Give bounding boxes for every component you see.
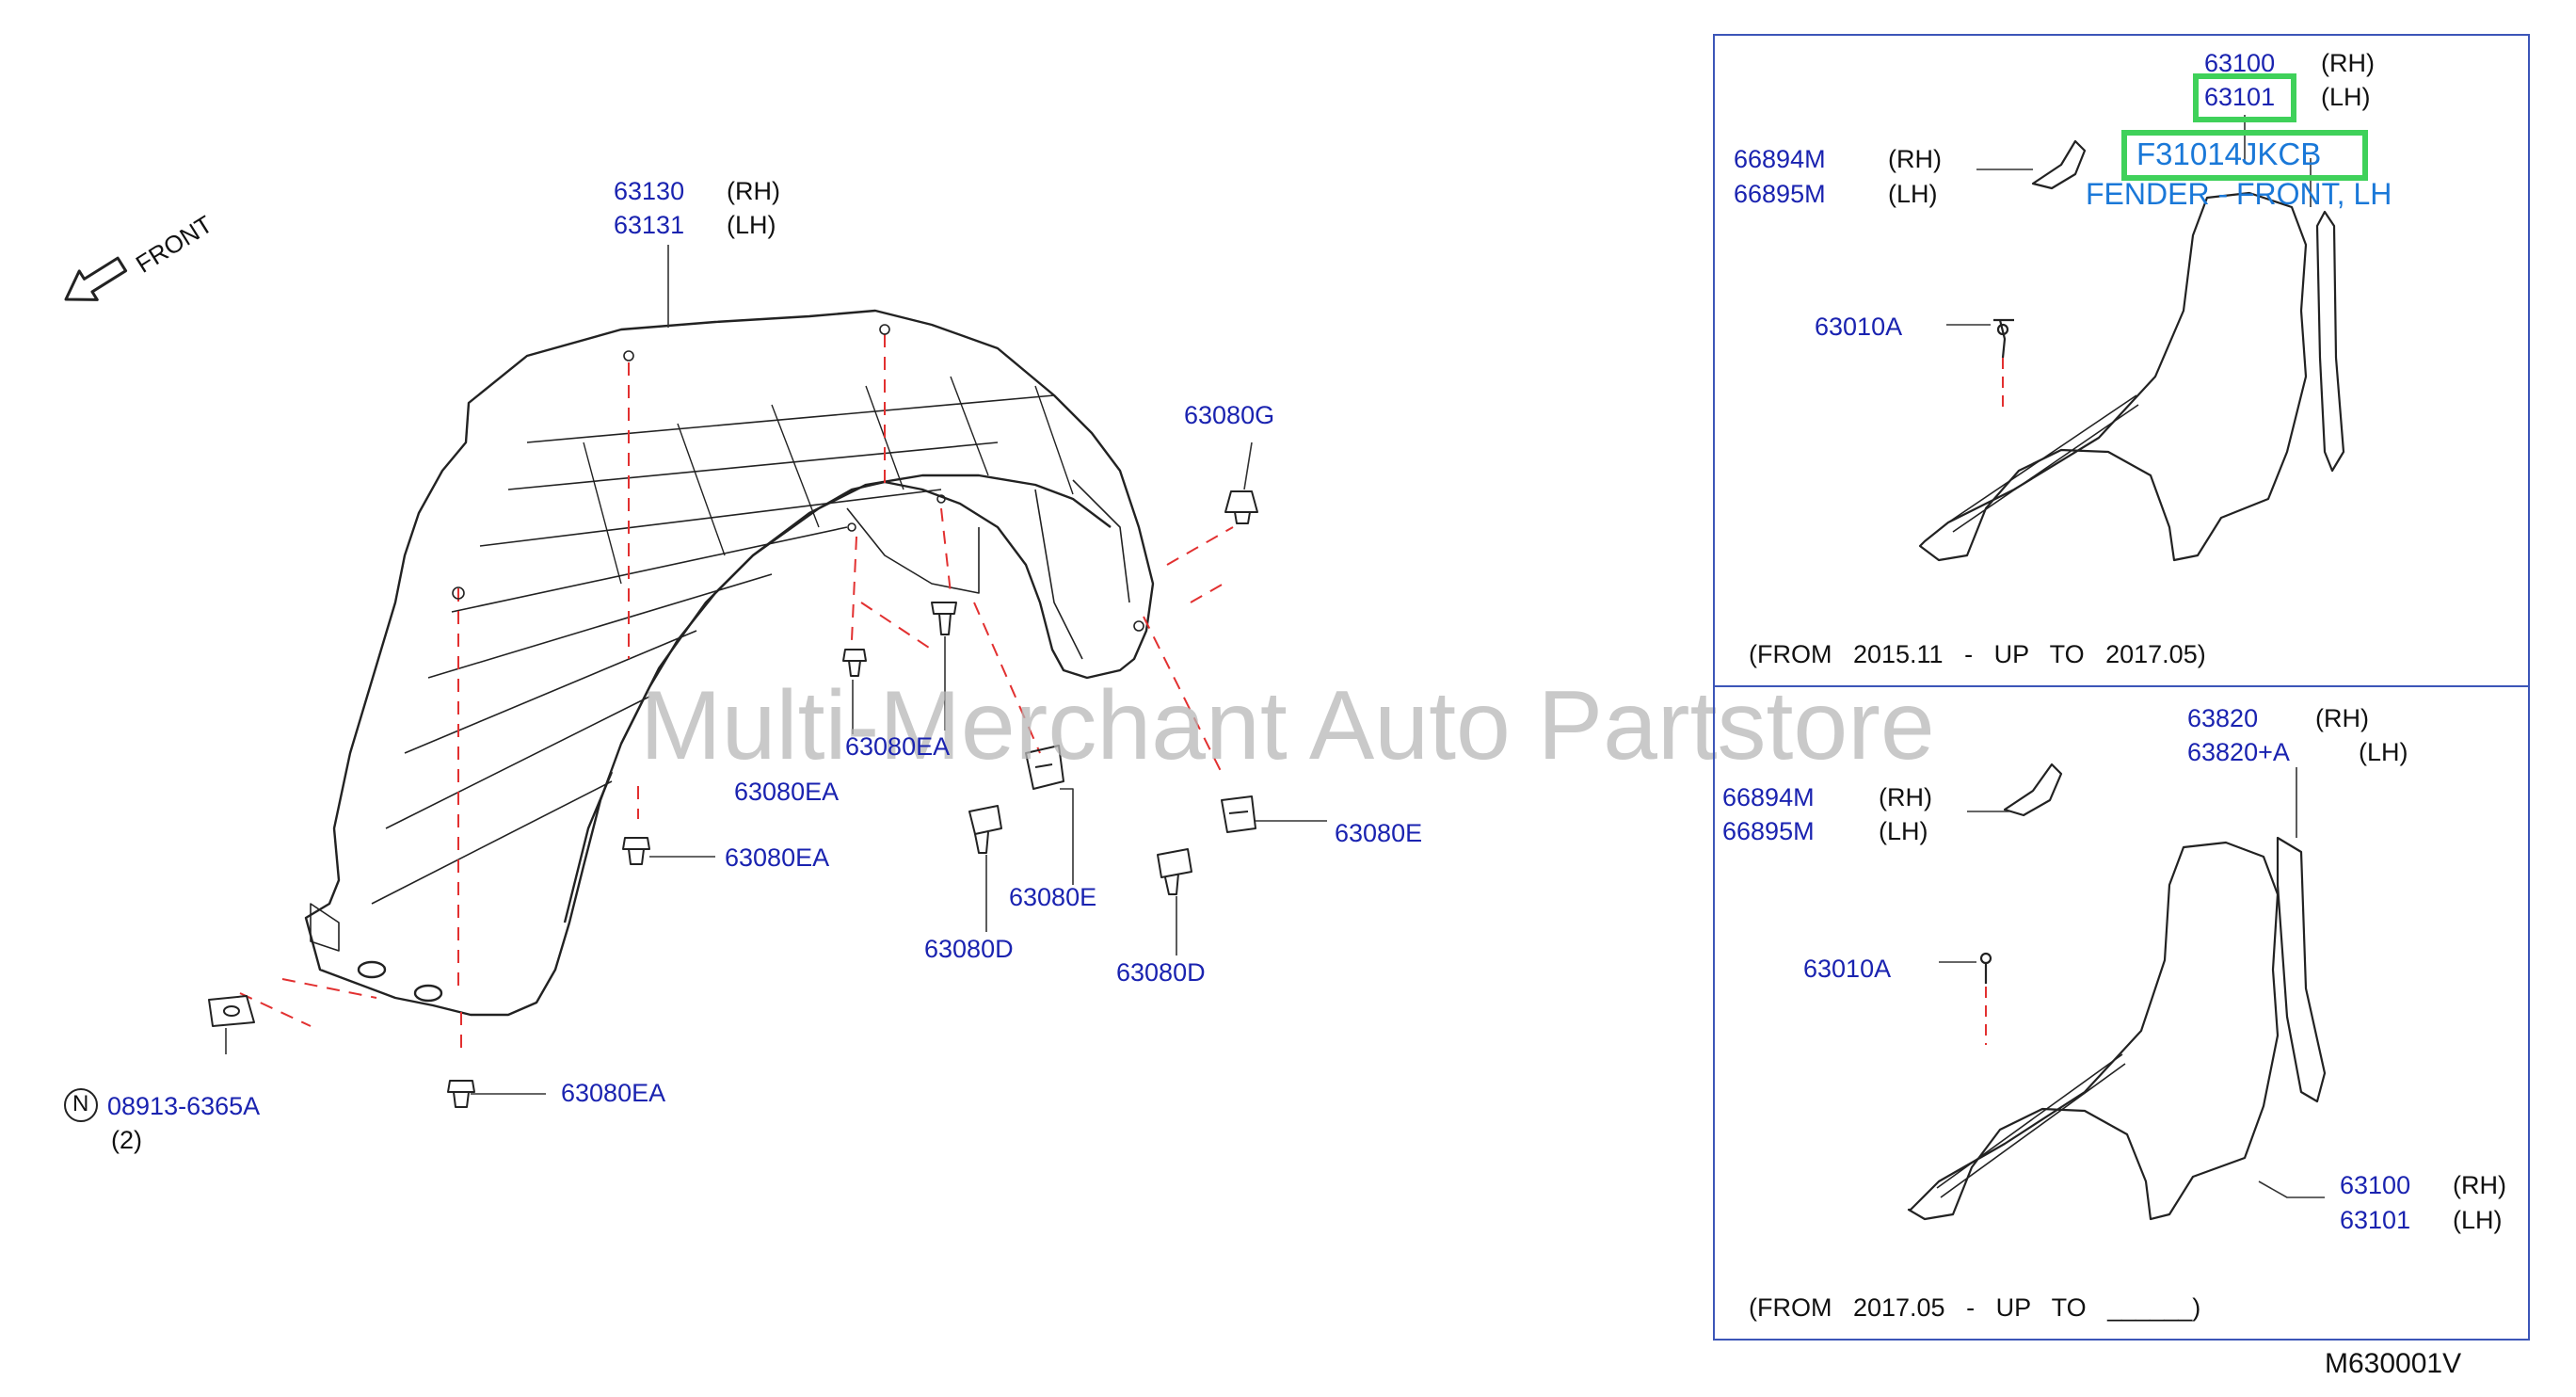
panel-2017-up: [1713, 685, 2530, 1341]
clip-63080ea-icon-4: [447, 1080, 475, 1108]
oem-part-number[interactable]: F31014JKCB: [2136, 136, 2322, 171]
part-66894m-label-bottom[interactable]: 66894M: [1722, 783, 1815, 811]
fender-drawing-bottom: [1907, 763, 2327, 1221]
part-63010a-label-top[interactable]: 63010A: [1815, 313, 1903, 341]
part-63080g-label[interactable]: 63080G: [1184, 401, 1275, 429]
part-63130-side: (RH): [727, 177, 780, 205]
part-63101-label-top[interactable]: 63101: [2204, 83, 2276, 111]
part-63101-side-bottom: (LH): [2453, 1206, 2503, 1234]
part-63080d-label-1[interactable]: 63080D: [924, 935, 1014, 963]
part-08913-6365a-label[interactable]: 08913-6365A: [107, 1092, 261, 1120]
part-63080e-label-1[interactable]: 63080E: [1009, 883, 1097, 911]
clip-63080e-icon-1: [1025, 745, 1064, 790]
range-2017-up: (FROM 2017.05 - UP TO ______): [1749, 1293, 2201, 1322]
part-63080ea-label-4[interactable]: 63080EA: [561, 1079, 666, 1107]
part-63100-label-bottom[interactable]: 63100: [2340, 1171, 2411, 1199]
part-63130-label[interactable]: 63130: [614, 177, 685, 205]
nut-08913-icon: [208, 995, 255, 1027]
part-63820a-side: (LH): [2359, 738, 2408, 766]
clip-63080ea-icon-2: [931, 602, 957, 635]
part-08913-qty: (2): [111, 1126, 142, 1154]
leader-lines-left: [239, 334, 1234, 1054]
label-leaders-left: [225, 245, 1327, 1095]
part-63080d-label-2[interactable]: 63080D: [1116, 958, 1206, 987]
part-66895m-side-top: (LH): [1888, 180, 1938, 208]
oem-part-description: FENDER - FRONT, LH: [2086, 177, 2392, 211]
n-circle-icon: [64, 1088, 98, 1122]
watermark-text: Multi-Merchant Auto Partstore: [640, 671, 1935, 780]
part-63820-label[interactable]: 63820: [2187, 704, 2259, 732]
highlight-63101: [2193, 73, 2296, 122]
part-63080e-label-2[interactable]: 63080E: [1335, 819, 1423, 847]
screw-63080d-icon-1: [968, 805, 1002, 854]
part-63010a-label-bottom[interactable]: 63010A: [1803, 955, 1892, 983]
part-66895m-side-bottom: (LH): [1879, 817, 1928, 845]
part-66895m-label-top[interactable]: 66895M: [1734, 180, 1826, 208]
label-leaders-top: [1946, 115, 2312, 326]
part-63131-label[interactable]: 63131: [614, 211, 685, 239]
part-63080ea-label-2[interactable]: 63080EA: [734, 778, 840, 806]
part-66894m-side-bottom: (RH): [1879, 783, 1932, 811]
part-63080ea-label-3[interactable]: 63080EA: [725, 843, 830, 872]
part-63100-label-top[interactable]: 63100: [2204, 49, 2276, 77]
diagram-code: M630001V: [2325, 1348, 2462, 1379]
grommet-markers: [452, 324, 1144, 632]
label-leaders-bottom: [1939, 767, 2325, 1198]
clip-63080ea-icon-1: [842, 649, 867, 677]
fender-drawing-top: [1918, 139, 2345, 562]
clip-63080g-icon: [1224, 490, 1258, 524]
part-63100-side-bottom: (RH): [2453, 1171, 2506, 1199]
range-2015-2017: (FROM 2015.11 - UP TO 2017.05): [1749, 640, 2206, 668]
part-63820a-label[interactable]: 63820+A: [2187, 738, 2290, 766]
clip-63080ea-icon-3: [622, 837, 650, 865]
part-63080ea-label-1[interactable]: 63080EA: [845, 732, 951, 761]
screw-63080d-icon-2: [1157, 848, 1192, 895]
wheelhouse-liner-drawing: [304, 309, 1155, 1017]
part-66894m-label-top[interactable]: 66894M: [1734, 145, 1826, 173]
front-arrow-icon: [64, 256, 128, 301]
n-circle-letter: N: [72, 1091, 89, 1116]
part-63100-side-top: (RH): [2321, 49, 2375, 77]
highlight-oem-part: [2121, 130, 2368, 181]
part-63820-side: (RH): [2315, 704, 2369, 732]
part-66895m-label-bottom[interactable]: 66895M: [1722, 817, 1815, 845]
part-63101-side-top: (LH): [2321, 83, 2371, 111]
part-63101-label-bottom[interactable]: 63101: [2340, 1206, 2411, 1234]
part-66894m-side-top: (RH): [1888, 145, 1942, 173]
clip-63080e-icon-2: [1221, 795, 1256, 833]
part-63131-side: (LH): [727, 211, 776, 239]
